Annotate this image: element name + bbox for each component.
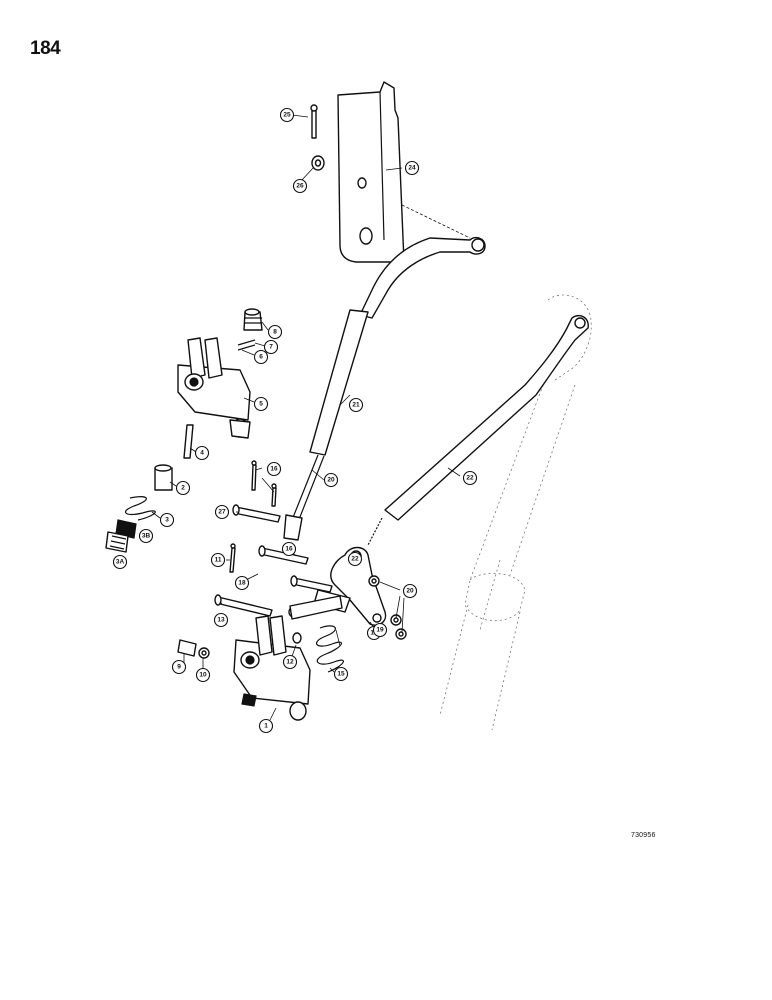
- callout-20-rod: 20: [323, 472, 339, 488]
- callout-22-rod: 22: [462, 470, 478, 486]
- callout-2: 2: [175, 480, 191, 496]
- svg-text:26: 26: [296, 183, 304, 190]
- callout-16-lower: 16: [281, 541, 297, 557]
- mounting-bracket: [337, 81, 471, 263]
- page-number: 184: [30, 38, 61, 59]
- svg-text:1: 1: [264, 723, 268, 730]
- svg-text:13: 13: [217, 617, 225, 624]
- callout-27: 27: [214, 504, 230, 520]
- svg-text:8: 8: [273, 329, 277, 336]
- valve-internal-parts: [105, 424, 194, 553]
- callout-3b: 3B: [138, 528, 154, 544]
- callout-11: 11: [210, 552, 226, 568]
- svg-text:19: 19: [376, 627, 384, 634]
- svg-text:15: 15: [337, 671, 345, 678]
- upper-link-arm: [283, 236, 486, 541]
- callout-18: 18: [234, 575, 250, 591]
- svg-text:21: 21: [352, 402, 360, 409]
- svg-text:11: 11: [215, 557, 222, 564]
- svg-text:16: 16: [270, 466, 278, 473]
- svg-text:16: 16: [285, 546, 293, 553]
- callout-5: 5: [253, 396, 269, 412]
- svg-text:7: 7: [269, 344, 273, 351]
- callout-1: 1: [258, 718, 274, 734]
- drawing-code: 730956: [631, 832, 656, 839]
- svg-text:3A: 3A: [116, 559, 125, 566]
- phantom-cylinder: [439, 294, 592, 731]
- callout-3: 3: [159, 512, 175, 528]
- svg-text:22: 22: [351, 556, 359, 563]
- svg-text:18: 18: [238, 580, 246, 587]
- svg-text:20: 20: [327, 477, 335, 484]
- svg-text:27: 27: [218, 509, 226, 516]
- callout-19: 19: [372, 622, 388, 638]
- svg-text:12: 12: [286, 659, 294, 666]
- svg-text:20: 20: [406, 588, 414, 595]
- svg-text:22: 22: [466, 475, 474, 482]
- long-control-rod: [367, 314, 589, 546]
- callout-20-washers: 20: [402, 583, 418, 599]
- callout-12: 12: [282, 654, 298, 670]
- callout-13: 13: [213, 612, 229, 628]
- callout-24: 24: [404, 160, 420, 176]
- svg-text:4: 4: [200, 450, 204, 457]
- callout-26: 26: [292, 178, 308, 194]
- callout-3a: 3A: [112, 554, 128, 570]
- callout-4: 4: [194, 445, 210, 461]
- callout-7: 7: [263, 339, 279, 355]
- callout-15: 15: [333, 666, 349, 682]
- svg-text:9: 9: [177, 664, 181, 671]
- upper-valve-body: [177, 308, 263, 439]
- leader-lines: [151, 114, 461, 721]
- callout-8: 8: [267, 324, 283, 340]
- pin-washer-group: [310, 104, 325, 171]
- svg-text:10: 10: [199, 672, 207, 679]
- callout-9: 9: [171, 659, 187, 675]
- pins-group: [214, 460, 333, 617]
- callout-labels: 1 2 3 3B 3A 4 5 6 7 8 9 10 11 13 12: [112, 107, 478, 734]
- washer-set: [368, 575, 407, 640]
- callout-25: 25: [279, 107, 295, 123]
- svg-text:6: 6: [259, 354, 263, 361]
- svg-text:5: 5: [259, 401, 263, 408]
- callout-22-crank: 22: [347, 551, 363, 567]
- svg-text:2: 2: [181, 485, 185, 492]
- svg-text:25: 25: [283, 112, 291, 119]
- callout-21: 21: [348, 397, 364, 413]
- svg-text:3B: 3B: [142, 533, 151, 540]
- svg-text:3: 3: [165, 517, 169, 524]
- callout-10: 10: [195, 667, 211, 683]
- callout-6: 6: [253, 349, 269, 365]
- callout-16-upper: 16: [266, 461, 282, 477]
- spring: [316, 625, 344, 673]
- svg-text:24: 24: [408, 165, 416, 172]
